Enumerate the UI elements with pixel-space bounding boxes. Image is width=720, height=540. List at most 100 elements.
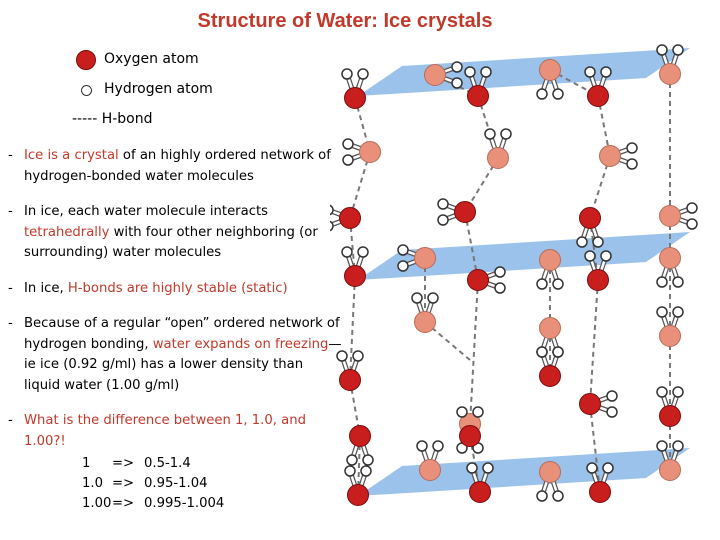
range-value: 1.0 xyxy=(82,476,103,491)
range-arrow: => xyxy=(112,496,135,511)
hydrogen-atom xyxy=(341,246,353,258)
oxygen-atom xyxy=(467,85,489,107)
atoms xyxy=(330,44,698,506)
hydrogen-atom xyxy=(686,202,698,214)
hydrogen-bond xyxy=(589,403,601,493)
oxygen-atom xyxy=(487,147,509,169)
hydrogen-atom xyxy=(482,462,494,474)
bullet-significant-figures: -What is the difference between 1, 1.0, … xyxy=(8,413,306,449)
oxygen-atom xyxy=(339,207,361,229)
legend-oxygen: Oxygen atom xyxy=(72,46,332,76)
hydrogen-atom xyxy=(472,406,484,418)
oxygen-atom xyxy=(587,269,609,291)
hydrogen-atom xyxy=(552,346,564,358)
range-arrow: => xyxy=(112,456,135,471)
legend-hbond: ----- H-bond xyxy=(72,106,332,136)
oxygen-atom xyxy=(659,325,681,347)
hydrogen-atom xyxy=(456,406,468,418)
hydrogen-atom xyxy=(464,66,476,78)
bullet-4-pre: Because of a regular “open” ordered netw… xyxy=(24,316,340,352)
hydrogen-atom xyxy=(357,68,369,80)
bullet-1-highlight: Ice is a crystal xyxy=(24,148,119,163)
oxygen-atom xyxy=(579,393,601,415)
hydrogen-atom xyxy=(330,204,334,216)
legend-hydrogen: Hydrogen atom xyxy=(72,76,332,106)
page-title: Structure of Water: Ice crystals xyxy=(197,10,493,32)
hydrogen-atom xyxy=(536,88,548,100)
oxygen-atom xyxy=(467,269,489,291)
bullet-4-highlight: water expands on freezing xyxy=(152,336,329,352)
hydrogen-atom xyxy=(437,198,449,210)
hydrogen-atom xyxy=(437,214,449,226)
hydrogen-atom xyxy=(656,306,668,318)
oxygen-atom xyxy=(539,365,561,387)
range-interval: 0.5-1.4 xyxy=(144,456,191,471)
hydrogen-atom xyxy=(342,138,354,150)
precision-ranges: 1 => 0.5-1.4 1.0 => 0.95-1.04 1.00 => 0.… xyxy=(8,454,343,514)
oxygen-atom xyxy=(539,461,561,483)
hydrogen-atom xyxy=(352,350,364,362)
hydrogen-atom xyxy=(416,440,428,452)
hydrogen-atom xyxy=(672,386,684,398)
oxygen-atom xyxy=(344,87,366,109)
hydrogen-atom xyxy=(484,128,496,140)
range-arrow: => xyxy=(112,476,135,491)
bullet-ice-crystal: -Ice is a crystal of an highly ordered n… xyxy=(8,148,331,184)
hydrogen-atom xyxy=(672,440,684,452)
lattice-plane xyxy=(358,232,690,280)
oxygen-atom xyxy=(539,317,561,339)
hydrogen-atom xyxy=(357,246,369,258)
bullet-3-pre: In ice, xyxy=(24,280,68,296)
hydrogen-atom xyxy=(451,77,463,89)
oxygen-atom xyxy=(539,249,561,271)
oxygen-atom xyxy=(599,145,621,167)
oxygen-atom xyxy=(454,201,476,223)
legend-hydrogen-label: Hydrogen atom xyxy=(104,81,213,97)
oxygen-atom xyxy=(579,207,601,229)
oxygen-atom xyxy=(659,205,681,227)
oxygen-atom xyxy=(339,369,361,391)
oxygen-atom xyxy=(347,484,369,506)
oxygen-atom-icon xyxy=(76,50,96,70)
hydrogen-atom xyxy=(606,406,618,418)
hydrogen-atom xyxy=(552,490,564,502)
hydrogen-atom xyxy=(626,158,638,170)
lattice-planes xyxy=(358,48,690,496)
oxygen-atom xyxy=(587,85,609,107)
bullet-list: -Ice is a crystal of an highly ordered n… xyxy=(8,146,343,514)
hydrogen-atom xyxy=(592,236,604,248)
hydrogen-atom xyxy=(552,88,564,100)
hydrogen-atom xyxy=(362,454,374,466)
hydrogen-bond xyxy=(464,211,479,281)
hydrogen-bond xyxy=(349,151,371,219)
hydrogen-bond xyxy=(469,279,479,425)
hydrogen-atom xyxy=(672,276,684,288)
hydrogen-atom xyxy=(536,346,548,358)
oxygen-atom xyxy=(344,265,366,287)
range-value: 1 xyxy=(82,456,91,471)
hydrogen-atom xyxy=(584,66,596,78)
oxygen-atom xyxy=(419,459,441,481)
hydrogen-atom xyxy=(586,462,598,474)
hydrogen-atom xyxy=(656,386,668,398)
hydrogen-atom xyxy=(672,44,684,56)
bullet-5-highlight: What is the difference between 1, 1.0, a… xyxy=(24,413,306,449)
oxygen-atom xyxy=(659,63,681,85)
hydrogen-atom xyxy=(330,220,334,232)
hydrogen-atom xyxy=(360,465,372,477)
bullet-tetrahedral: -In ice, each water molecule interacts t… xyxy=(8,204,318,260)
range-interval: 0.95-1.04 xyxy=(144,476,208,491)
hydrogen-atom xyxy=(480,66,492,78)
hydrogen-atom xyxy=(576,236,588,248)
oxygen-atom xyxy=(659,405,681,427)
oxygen-atom xyxy=(659,247,681,269)
range-interval: 0.995-1.004 xyxy=(144,496,225,511)
hydrogen-atom xyxy=(606,390,618,402)
bullet-hbond-stable: -In ice, H-bonds are highly stable (stat… xyxy=(8,280,288,296)
hydrogen-atom xyxy=(536,490,548,502)
hydrogen-atom xyxy=(672,306,684,318)
hydrogen-atom xyxy=(432,440,444,452)
hydrogen-atom xyxy=(500,128,512,140)
hydrogen-atom xyxy=(427,292,439,304)
oxygen-atom xyxy=(469,481,491,503)
